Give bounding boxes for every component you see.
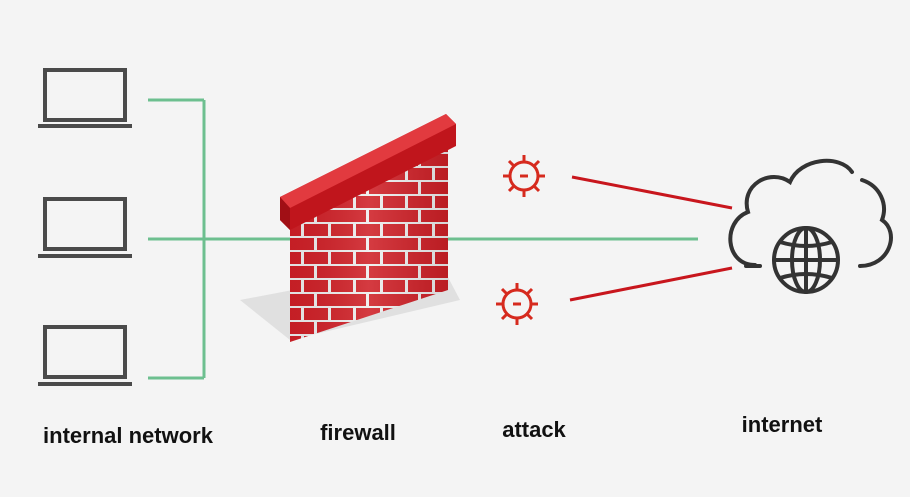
firewall-label: firewall [320, 420, 396, 445]
network-links [148, 98, 698, 380]
internet-label: internet [741, 412, 823, 437]
laptop-icon [38, 197, 132, 258]
virus-icon [496, 283, 538, 325]
cloud-globe-icon [728, 158, 893, 294]
internal-network-label: internal network [43, 423, 213, 448]
attack-link-2 [569, 266, 733, 302]
virus-icon [503, 155, 545, 197]
attack-label: attack [502, 417, 566, 442]
attack-link-1 [571, 175, 733, 210]
attack-links [569, 175, 733, 302]
laptop-icon [38, 325, 132, 386]
brick-wall-icon [240, 114, 460, 342]
laptop-icon [38, 68, 132, 128]
